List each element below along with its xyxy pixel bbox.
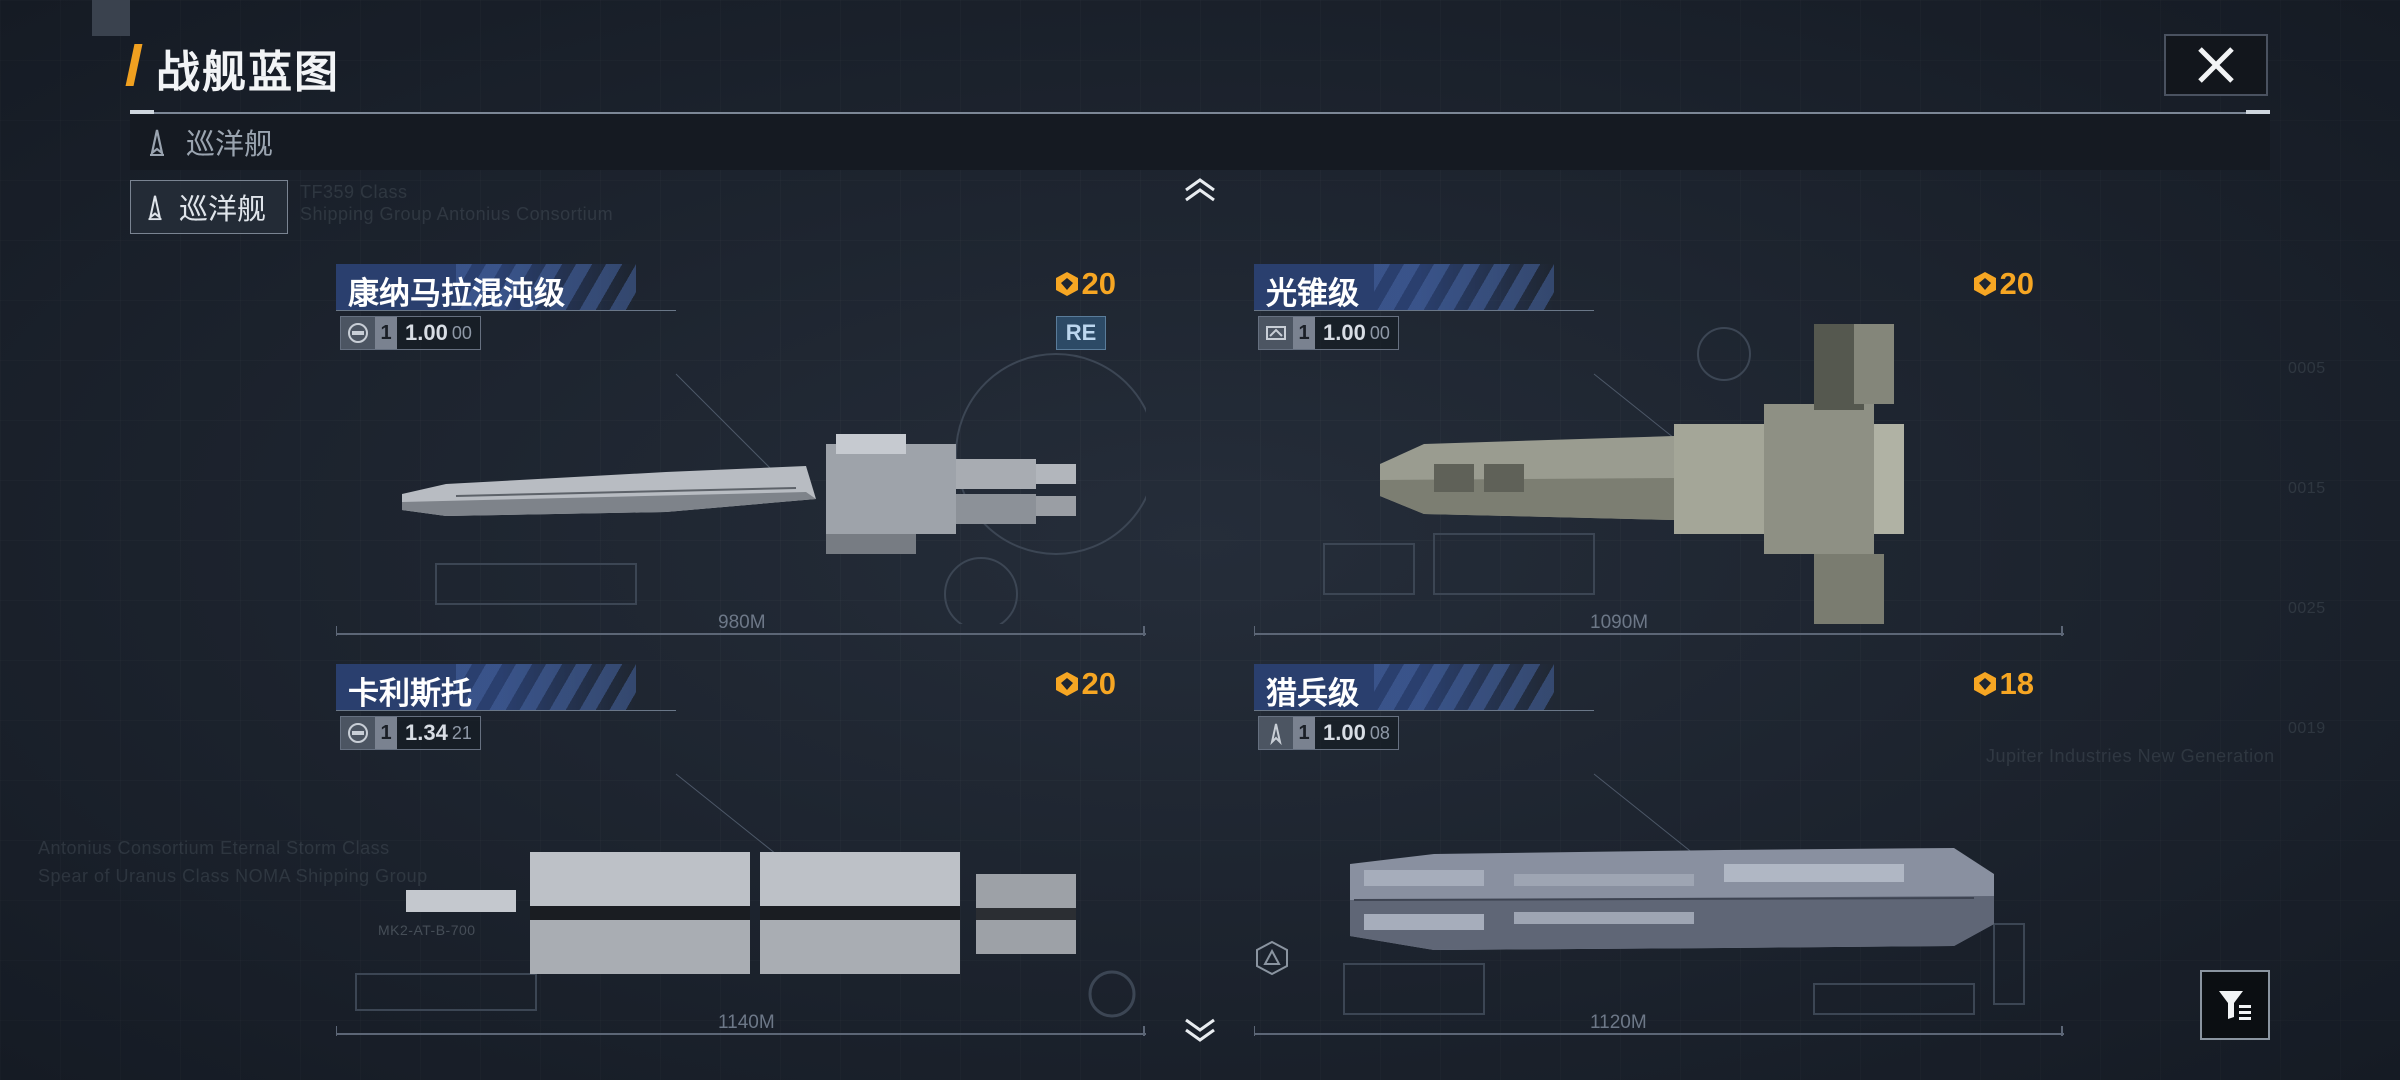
page-title: 战舰蓝图 xyxy=(156,47,340,98)
ship-name-stripes xyxy=(456,664,636,710)
ship-stat-box: 1 1.00 00 xyxy=(340,316,481,350)
ship-stat-value: 1.34 xyxy=(405,720,448,745)
ship-image xyxy=(355,773,1136,1018)
ship-name: 猎兵级 xyxy=(1266,676,1359,712)
background-text: 0015 xyxy=(2288,480,2326,497)
ship-stat-sub: 00 xyxy=(451,322,472,343)
ship-name-stripes xyxy=(456,264,636,310)
background-text: 0005 xyxy=(2288,360,2326,377)
cruiser-icon xyxy=(150,129,164,156)
ship-image xyxy=(1343,773,2025,1015)
ship-cost: 18 xyxy=(1972,666,2034,702)
ship-card[interactable]: 光锥级 20 1 1.00 00 1090M xyxy=(1254,264,2064,662)
ship-cost-value: 20 xyxy=(1999,266,2034,301)
chevron-down-icon[interactable] xyxy=(1182,1016,1218,1044)
ship-name: 光锥级 xyxy=(1266,276,1359,312)
ship-tier: 1 xyxy=(375,717,397,749)
filter-button[interactable] xyxy=(2200,970,2270,1040)
cruiser-icon xyxy=(148,195,162,221)
ship-cost: 20 xyxy=(1054,266,1116,302)
ship-name-underline xyxy=(336,710,676,711)
background-text: Shipping Group Antonius Consortium xyxy=(300,204,614,224)
close-button[interactable] xyxy=(2164,34,2268,96)
header-divider xyxy=(130,112,2270,114)
ship-length: 1120M xyxy=(1590,1012,1647,1033)
ship-badge: RE xyxy=(1056,316,1106,350)
cost-emblem-icon xyxy=(1973,272,1996,296)
ship-length: 980M xyxy=(718,612,766,633)
ship-cost: 20 xyxy=(1054,666,1116,702)
ship-stat-sub: 21 xyxy=(451,722,472,743)
length-scale xyxy=(336,1026,1146,1036)
ship-class-icon xyxy=(1259,717,1293,749)
ship-image xyxy=(1323,324,1904,624)
ship-name-underline xyxy=(1254,710,1594,711)
ship-card[interactable]: 康纳马拉混沌级 20 1 1.00 00 RE xyxy=(336,264,1146,662)
ship-stat-box: 1 1.34 21 xyxy=(340,716,481,750)
background-text: Antonius Consortium Eternal Storm Class xyxy=(38,838,390,858)
ship-stat-sub: 00 xyxy=(1369,322,1390,343)
background-text: 0025 xyxy=(2288,600,2326,617)
header-divider-cap xyxy=(2246,110,2270,114)
ship-stat-box: 1 1.00 08 xyxy=(1258,716,1399,750)
ship-cost: 20 xyxy=(1972,266,2034,302)
ship-tier: 1 xyxy=(1293,317,1315,349)
filter-icon xyxy=(2219,991,2251,1020)
chevron-up-icon[interactable] xyxy=(1182,176,1218,204)
ship-name-stripes xyxy=(1374,264,1554,310)
ship-length: 1090M xyxy=(1590,612,1649,633)
ship-card[interactable]: 卡利斯托 20 1 1.34 21 1140M xyxy=(336,664,1146,1062)
ship-class-icon xyxy=(341,317,375,349)
ship-name-underline xyxy=(336,310,676,311)
cost-emblem-icon xyxy=(1055,272,1078,296)
ship-stat-box: 1 1.00 00 xyxy=(1258,316,1399,350)
ship-cost-value: 18 xyxy=(1999,666,2034,701)
header-divider-cap xyxy=(130,110,154,114)
ship-length: 1140M xyxy=(718,1012,775,1033)
triangle-marker-icon xyxy=(1256,940,1288,976)
background-text: 0019 xyxy=(2288,720,2326,737)
ship-name-stripes xyxy=(1374,664,1554,710)
ship-image xyxy=(402,353,1146,624)
background-text: MK2-AT-B-700 xyxy=(378,922,476,938)
close-icon xyxy=(2198,47,2234,83)
ship-stat-value: 1.00 xyxy=(1323,320,1366,345)
background-text: TF359 Class xyxy=(300,182,408,202)
ship-stat-value: 1.00 xyxy=(405,320,448,345)
ship-tier: 1 xyxy=(1293,717,1315,749)
ship-tier: 1 xyxy=(375,317,397,349)
ship-name: 康纳马拉混沌级 xyxy=(348,276,565,312)
subcategory-label: 巡洋舰 xyxy=(179,192,267,226)
ship-class-icon xyxy=(341,717,375,749)
ship-stat-value: 1.00 xyxy=(1323,720,1366,745)
category-bar[interactable]: 巡洋舰 xyxy=(130,114,2270,170)
length-scale xyxy=(1254,626,2064,636)
cost-emblem-icon xyxy=(1055,672,1078,696)
ship-stat-sub: 08 xyxy=(1369,722,1390,743)
ship-class-icon xyxy=(1259,317,1293,349)
length-scale xyxy=(336,626,1146,636)
ship-name-underline xyxy=(1254,310,1594,311)
background-text: Jupiter Industries New Generation xyxy=(1986,746,2275,766)
corner-block xyxy=(92,0,130,36)
ship-cost-value: 20 xyxy=(1081,266,1116,301)
ship-name: 卡利斯托 xyxy=(348,676,472,712)
background-text: Spear of Uranus Class NOMA Shipping Grou… xyxy=(38,866,428,886)
subcategory-button[interactable]: 巡洋舰 xyxy=(130,180,288,234)
length-scale xyxy=(1254,1026,2064,1036)
ship-card[interactable]: 猎兵级 18 1 1.00 08 1120M xyxy=(1254,664,2064,1062)
ship-cost-value: 20 xyxy=(1081,666,1116,701)
category-label: 巡洋舰 xyxy=(186,127,274,161)
cost-emblem-icon xyxy=(1973,672,1996,696)
